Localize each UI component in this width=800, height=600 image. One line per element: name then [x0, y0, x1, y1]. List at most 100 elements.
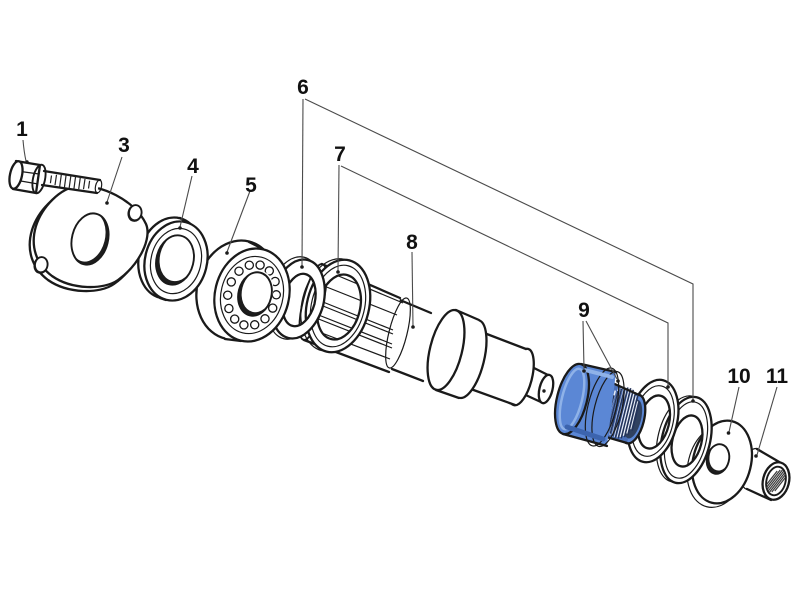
leader-lines [22, 98, 778, 458]
part-5-ball-bearing [195, 239, 291, 343]
hub-tooth-dark [631, 401, 641, 431]
bearing-ball [234, 266, 244, 276]
hub-top-highlight [583, 368, 614, 379]
shaft-neck-body [392, 300, 431, 381]
leader-7-right-dot [666, 385, 670, 389]
part-label-6: 6 [297, 76, 309, 99]
bearing-hole [241, 270, 274, 313]
spline-transition-arc [385, 297, 411, 369]
flange-bolt-hole-bottom [35, 257, 48, 272]
bearing-hole-outline [237, 271, 273, 317]
leader-9b [585, 320, 618, 380]
race-hole-outline [155, 234, 195, 286]
shaft-collar-front [426, 308, 466, 392]
leader-8-dot [411, 325, 415, 329]
bushing-spline-line [771, 473, 787, 493]
bolt-thread-line [49, 175, 53, 184]
part-label-9: 9 [578, 299, 590, 322]
bolt-shank-top [42, 169, 102, 182]
leader-9a-dot [582, 369, 586, 373]
part-11-bushing [740, 447, 791, 502]
bearing-ball [222, 290, 233, 300]
hub-bottom-edge [561, 432, 609, 448]
leader-4-dot [178, 226, 182, 230]
part-labels: 1 3 4 5 6 7 8 9 10 11 [16, 76, 788, 388]
part-4-race [137, 216, 209, 302]
spline-ridge-3 [312, 297, 394, 331]
bearing-ball [260, 314, 270, 324]
leader-10 [728, 386, 740, 433]
leader-11-dot [754, 454, 758, 458]
flange-bolt-hole-top [129, 205, 142, 220]
hub-tooth-light [619, 389, 633, 438]
bolt-thread-line [59, 174, 62, 187]
bushing-spline-line [774, 477, 786, 492]
bolt-tip [94, 179, 103, 194]
hub-tooth-dark [623, 392, 637, 438]
hub-front-face-highlight [558, 367, 586, 431]
bearing-ball [224, 303, 234, 314]
bolt-thread-line [78, 177, 81, 190]
bushing-end-inner [765, 465, 787, 497]
leader-11 [756, 386, 778, 456]
bearing-ball [271, 290, 282, 300]
part-3-flange [28, 184, 149, 293]
bushing-top-edge [755, 447, 783, 465]
flange-center-hole-outline [70, 212, 110, 266]
leader-6-left-dot [300, 265, 304, 269]
hub-tooth-light [616, 387, 631, 438]
hub-tooth-dark [611, 387, 626, 437]
bolt-thread-line [63, 174, 67, 188]
leader-6-right-dot [691, 399, 695, 403]
bushing-internal-splines [765, 469, 787, 493]
spline-ridge-3b [312, 301, 394, 335]
leader-10-dot [726, 431, 731, 435]
bolt-shank-bottom [40, 183, 99, 195]
leader-5 [226, 190, 251, 253]
bushing-spline-line [769, 471, 786, 493]
part-label-10: 10 [727, 365, 750, 388]
part-label-1: 1 [16, 118, 28, 141]
hub-tooth-dark [607, 390, 619, 431]
bolt-threads [49, 174, 91, 190]
bearing-ball [267, 303, 278, 313]
bushing-spline-line [766, 470, 778, 485]
shaft-end-face [537, 373, 555, 405]
leader-7-left-dot [336, 270, 340, 274]
part-label-11: 11 [766, 365, 789, 388]
bolt-thread-line [73, 176, 77, 190]
part-8-shaft [298, 262, 555, 407]
hub-step-contour-2 [591, 370, 625, 448]
ring7-rim [309, 264, 367, 348]
shaft-main-bottom [466, 386, 517, 407]
flange-bolt-hole-top-outline [127, 204, 143, 222]
bearing-ball [226, 277, 237, 287]
part-1-bolt [8, 159, 103, 195]
leader-8 [411, 251, 414, 327]
part-9-hub-highlighted [553, 362, 647, 448]
leader-3 [106, 156, 123, 203]
bearing-ball [255, 260, 265, 270]
bearing-ball [239, 320, 249, 330]
bolt-head-flange [31, 163, 47, 195]
hub-bottom-shade [564, 424, 606, 442]
hub-tooth-light [625, 395, 637, 434]
bushing-spline-line [767, 470, 785, 492]
shaft-collar-bottom [434, 388, 461, 400]
leader-4 [179, 175, 193, 228]
bolt-thread-line [68, 175, 72, 189]
bolt-thread-line [82, 178, 86, 190]
shaft-center-mark [542, 389, 546, 393]
bearing-ball [244, 260, 255, 270]
part-label-5: 5 [245, 174, 257, 197]
leader-6-left [301, 98, 304, 267]
hub-tooth-light [622, 391, 635, 436]
bolt-thread-line [54, 174, 58, 186]
flange-bolt-hole-bottom-outline [33, 256, 49, 274]
bolt-head-face [8, 160, 24, 190]
leader-1 [22, 139, 27, 162]
flange-center-hole [70, 212, 106, 262]
bearing-ball [249, 320, 260, 330]
leader-6-right [304, 98, 694, 400]
leader-9a [582, 320, 585, 370]
